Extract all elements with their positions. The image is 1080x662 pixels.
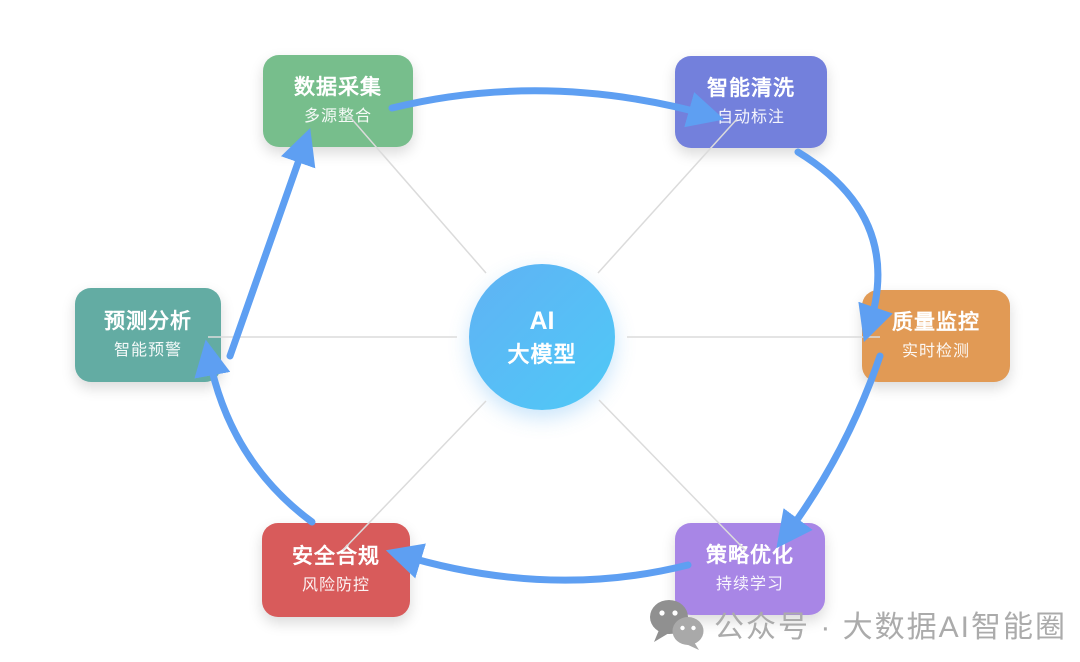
arrow-security-compliance-to-predictive-analysis xyxy=(194,339,316,526)
node-title: 数据采集 xyxy=(294,76,382,99)
center-ai-model-circle: AI 大模型 xyxy=(469,264,615,410)
node-subtitle: 自动标注 xyxy=(716,109,785,126)
center-label-line2: 大模型 xyxy=(507,341,577,367)
watermark-text: 公众号 · 大数据AI智能圈 xyxy=(714,611,1068,644)
node-subtitle: 实时检测 xyxy=(901,343,970,360)
node-predictive-analysis: 预测分析 智能预警 xyxy=(75,288,221,382)
watermark: 公众号 · 大数据AI智能圈 xyxy=(648,598,1067,650)
arrow-quality-monitoring-to-strategy-optimization xyxy=(776,352,884,549)
node-data-collection: 数据采集 多源整合 xyxy=(263,55,413,147)
node-title: 智能清洗 xyxy=(707,77,795,100)
node-title: 策略优化 xyxy=(706,544,794,567)
node-smart-cleaning: 智能清洗 自动标注 xyxy=(675,56,827,148)
wechat-icon xyxy=(650,600,704,650)
node-subtitle: 多源整合 xyxy=(303,108,372,125)
node-title: 安全合规 xyxy=(292,545,380,568)
node-quality-monitoring: 质量监控 实时检测 xyxy=(862,290,1010,382)
node-title: 预测分析 xyxy=(104,310,192,333)
node-subtitle: 风险防控 xyxy=(301,577,370,594)
node-title: 质量监控 xyxy=(892,311,980,334)
node-subtitle: 持续学习 xyxy=(715,576,784,593)
arrow-predictive-analysis-to-data-collection xyxy=(226,127,316,360)
arrow-data-collection-to-smart-cleaning xyxy=(388,87,725,128)
center-label-line1: AI xyxy=(529,306,555,335)
node-security-compliance: 安全合规 风险防控 xyxy=(262,523,410,617)
node-subtitle: 智能预警 xyxy=(113,342,182,359)
arrow-strategy-optimization-to-security-compliance xyxy=(385,543,692,584)
